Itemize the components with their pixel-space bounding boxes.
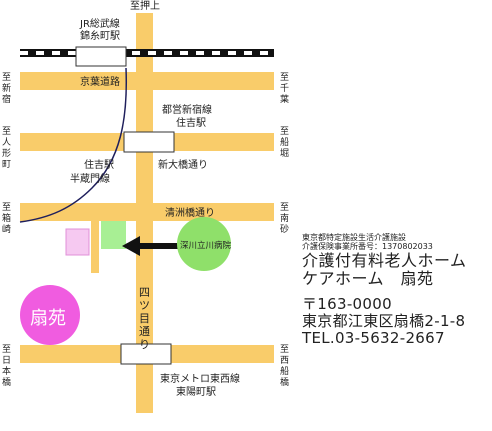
svg-text:り: り (139, 338, 150, 351)
toei-line-label: 都営新宿線 (162, 103, 212, 116)
hanzomon-line-label: 半蔵門線 (70, 172, 110, 185)
phone-number: TEL.03-5632-2667 (302, 329, 445, 347)
shin-ohashi-label: 新大橋通り (158, 158, 208, 171)
tozai-line-label: 東京メトロ東西線 (160, 372, 240, 385)
right-mid-label-2b: 堀 (280, 148, 289, 159)
left-lower-label-2b: 崎 (2, 223, 11, 235)
left-mid-label-2b: 形 (2, 147, 11, 159)
left-lower-label-1: 至 (2, 202, 11, 213)
left-mid-label-1: 至 (2, 126, 11, 137)
left-bottom-label-2a: 日 (2, 355, 11, 366)
facility-name-line-1: 介護付有料老人ホーム (302, 251, 467, 270)
svg-text:四: 四 (139, 286, 150, 299)
right-bottom-label-2c: 橋 (280, 376, 289, 388)
facility-name-line-2: ケアホーム 扇苑 (302, 269, 434, 288)
right-lower-label-2a: 南 (280, 212, 289, 224)
left-bottom-label-2b: 本 (2, 365, 11, 377)
right-bottom-label-2b: 船 (280, 365, 289, 377)
right-lower-label-1: 至 (280, 202, 289, 213)
right-bottom-label-2a: 西 (280, 355, 289, 366)
right-mid-label-1: 至 (280, 126, 289, 137)
tozai-station-label: 東陽町駅 (176, 385, 216, 398)
toyocho-station (120, 343, 172, 365)
left-bottom-label-2c: 橋 (2, 376, 11, 388)
hospital-label: 深川立川病院 (180, 240, 232, 251)
facility-circle-label: 扇苑 (30, 308, 66, 329)
kiyosu-road-label: 清洲橋通り (165, 206, 215, 219)
left-mid-label-2a: 人 (2, 137, 11, 148)
left-top-label-1: 至 (2, 72, 11, 83)
right-lower-label-2b: 砂 (280, 223, 289, 235)
right-top-label-2b: 葉 (280, 93, 289, 105)
keiyo-road-label: 京葉道路 (80, 75, 120, 88)
hanzomon-line (19, 67, 128, 223)
left-top-label-2a: 新 (2, 82, 11, 94)
left-bottom-label-1: 至 (2, 344, 11, 355)
jr-line-label: JR総武線 (79, 17, 120, 30)
right-mid-label-2a: 船 (280, 136, 289, 148)
jr-railway (20, 49, 274, 57)
north-road-label: 至押上 (130, 0, 160, 12)
jr-station-label: 錦糸町駅 (80, 29, 120, 42)
yotsume-road (136, 13, 153, 413)
right-bottom-label-1: 至 (280, 344, 289, 355)
svg-text:ツ: ツ (139, 299, 150, 312)
hospital-building (101, 221, 126, 249)
yotsume-road-label: 四 ツ 目 通 り (139, 286, 150, 351)
address: 東京都江東区扇橋2-1-8 (302, 312, 466, 330)
left-lower-label-2a: 箱 (2, 212, 11, 224)
insurance-number: 介護保険事業所番号：1370802033 (302, 242, 433, 251)
arrow-icon (122, 236, 180, 256)
svg-text:目: 目 (139, 312, 150, 325)
kinshicho-station (75, 46, 127, 67)
sumiyoshi-station (123, 131, 175, 153)
postal-code: 〒163-0000 (302, 295, 392, 313)
left-top-label-2b: 宿 (2, 93, 11, 105)
license-text: 東京都特定施設生活介護施設 (302, 233, 406, 242)
hanzomon-station-label: 住吉駅 (84, 158, 114, 171)
right-top-label-2a: 千 (280, 83, 289, 94)
left-mid-label-2c: 町 (2, 160, 11, 170)
hospital-circle (177, 217, 231, 271)
toei-station-label: 住吉駅 (176, 116, 206, 129)
facility-building (65, 228, 90, 256)
facility-circle (20, 285, 80, 345)
facility-building-side (91, 221, 99, 273)
svg-text:通: 通 (139, 325, 150, 338)
right-top-label-1: 至 (280, 72, 289, 83)
